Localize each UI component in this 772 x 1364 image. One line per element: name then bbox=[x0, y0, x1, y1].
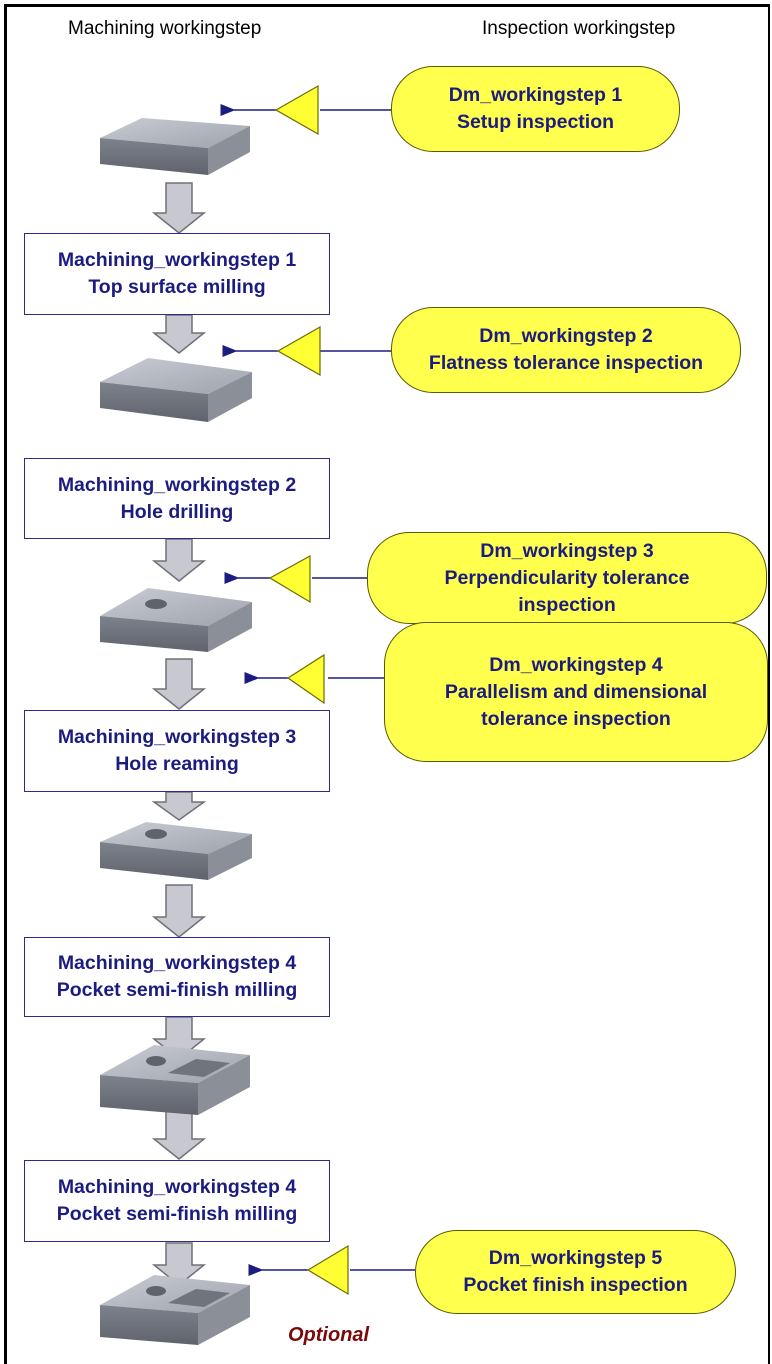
inspection-step-1-line1: Setup inspection bbox=[456, 111, 615, 133]
flow-arrow-2 bbox=[151, 314, 207, 354]
inspection-marker-1-icon bbox=[274, 84, 319, 136]
machining-step-5-subtitle: Pocket semi-finish milling bbox=[56, 1203, 298, 1225]
machining-column-header: Machining workingstep bbox=[68, 18, 262, 39]
inspection-step-3-line1: Perpendicularity tolerance bbox=[444, 566, 690, 589]
optional-label: Optional bbox=[288, 1324, 370, 1346]
inspection-step-4-title: Dm_workingstep 4 bbox=[489, 653, 663, 676]
flow-arrow-5 bbox=[151, 791, 207, 821]
inspection-step-5-title: Dm_workingstep 5 bbox=[488, 1247, 663, 1269]
inspection-step-2-title: Dm_workingstep 2 bbox=[479, 325, 653, 347]
machining-step-4-title: Machining_workingstep 4 bbox=[57, 952, 297, 974]
machining-step-5-box: Machining_workingstep 4 Pocket semi-fini… bbox=[24, 1160, 330, 1242]
inspection-step-2-box: Dm_workingstep 2 Flatness tolerance insp… bbox=[391, 307, 741, 393]
inspection-step-1-title: Dm_workingstep 1 bbox=[448, 84, 623, 106]
machining-step-4-box: Machining_workingstep 4 Pocket semi-fini… bbox=[24, 937, 330, 1017]
inspection-step-4-line2: tolerance inspection bbox=[481, 707, 671, 730]
flow-arrow-4 bbox=[151, 658, 207, 710]
inspection-step-2-line1: Flatness tolerance inspection bbox=[428, 352, 704, 374]
diagram-frame bbox=[4, 4, 770, 1364]
inspection-marker-2-icon bbox=[276, 325, 321, 377]
machining-step-2-title: Machining_workingstep 2 bbox=[57, 473, 297, 496]
workpiece-3-block bbox=[100, 588, 252, 652]
machining-step-3-box: Machining_workingstep 3 Hole reaming bbox=[24, 710, 330, 792]
flow-arrow-3 bbox=[151, 538, 207, 582]
inspection-step-3-title: Dm_workingstep 3 bbox=[480, 539, 654, 562]
inspection-step-5-box: Dm_workingstep 5 Pocket finish inspectio… bbox=[415, 1230, 736, 1314]
inspection-column-header: Inspection workingstep bbox=[482, 18, 676, 39]
flow-arrow-6 bbox=[151, 884, 207, 938]
inspection-step-3-line2: inspection bbox=[518, 593, 616, 616]
machining-step-1-subtitle: Top surface milling bbox=[88, 276, 266, 298]
machining-step-3-title: Machining_workingstep 3 bbox=[57, 726, 297, 748]
workpiece-1-block bbox=[100, 118, 250, 175]
inspection-step-4-box: Dm_workingstep 4 Parallelism and dimensi… bbox=[384, 622, 768, 762]
machining-step-4-subtitle: Pocket semi-finish milling bbox=[56, 979, 298, 1001]
inspection-step-1-box: Dm_workingstep 1 Setup inspection bbox=[391, 66, 680, 152]
inspection-marker-3-icon bbox=[268, 554, 311, 604]
inspection-step-4-line1: Parallelism and dimensional bbox=[444, 680, 708, 703]
machining-step-3-subtitle: Hole reaming bbox=[115, 753, 239, 775]
flow-arrow-1 bbox=[151, 182, 207, 234]
workpiece-6-block bbox=[100, 1275, 250, 1345]
workpiece-5-block bbox=[100, 1045, 250, 1115]
workpiece-2-block bbox=[100, 358, 252, 422]
machining-step-2-box: Machining_workingstep 2 Hole drilling bbox=[24, 458, 330, 539]
inspection-step-3-box: Dm_workingstep 3 Perpendicularity tolera… bbox=[367, 532, 767, 624]
flow-arrow-8 bbox=[151, 1108, 207, 1160]
inspection-marker-4-icon bbox=[286, 653, 325, 705]
machining-step-2-subtitle: Hole drilling bbox=[120, 500, 234, 523]
inspection-step-5-line1: Pocket finish inspection bbox=[463, 1274, 688, 1296]
machining-step-5-title: Machining_workingstep 4 bbox=[57, 1176, 297, 1198]
machining-step-1-title: Machining_workingstep 1 bbox=[57, 249, 297, 271]
flow-arrow-9 bbox=[151, 1242, 207, 1286]
inspection-marker-5-icon bbox=[306, 1244, 349, 1296]
machining-step-1-box: Machining_workingstep 1 Top surface mill… bbox=[24, 233, 330, 315]
workpiece-4-block bbox=[100, 822, 252, 880]
